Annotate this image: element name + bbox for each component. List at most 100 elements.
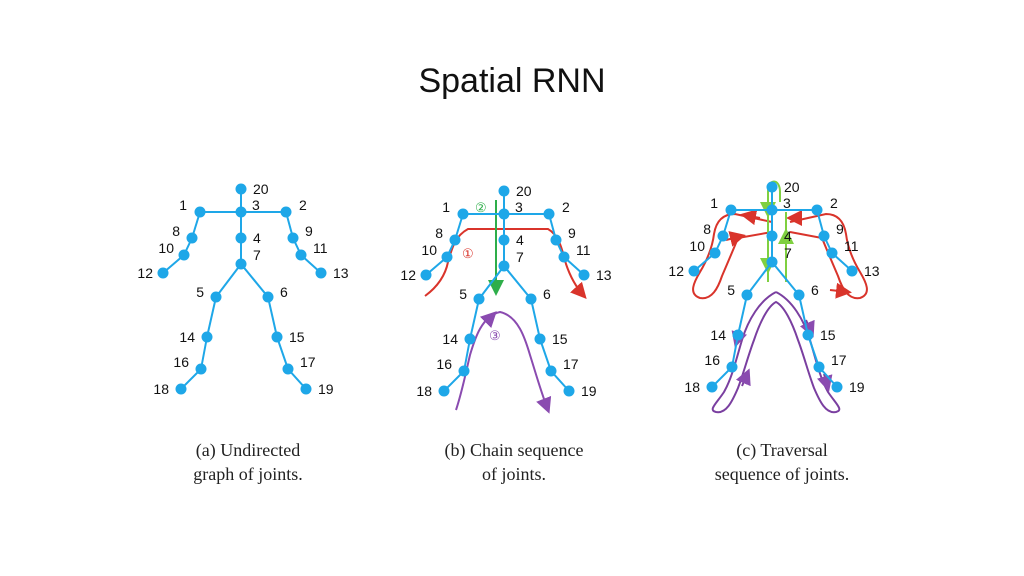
joint-label-c-3: 3: [783, 195, 791, 211]
traversal-legs-arrow-4: [817, 373, 833, 392]
joint-b-20: [498, 185, 510, 197]
joint-b-17: [545, 365, 557, 377]
joint-a-14: [201, 331, 213, 343]
joint-c-2: [811, 204, 823, 216]
joint-b-13: [578, 269, 590, 281]
joint-a-10: [178, 249, 190, 261]
joint-a-6: [262, 291, 274, 303]
joint-label-b-11: 11: [576, 242, 591, 258]
joint-c-3: [766, 204, 778, 216]
joint-b-4: [498, 234, 510, 246]
joint-b-6: [525, 293, 537, 305]
joint-label-a-16: 16: [173, 354, 189, 370]
joint-label-a-10: 10: [158, 240, 174, 256]
joint-c-13: [846, 265, 858, 277]
joint-label-c-12: 12: [668, 263, 684, 279]
bone-c-15-17: [807, 334, 820, 368]
joint-label-b-2: 2: [562, 199, 570, 215]
joint-a-1: [194, 206, 206, 218]
joint-c-17: [813, 361, 825, 373]
joint-a-20: [235, 183, 247, 195]
chain-3-start-arrow: [479, 311, 497, 329]
bone-b-7-5: [478, 265, 505, 300]
joint-b-3: [498, 208, 510, 220]
traversal-arms-loop: [692, 212, 868, 300]
joint-c-5: [741, 289, 753, 301]
bone-b-6-15: [530, 298, 541, 340]
joint-label-a-19: 19: [318, 381, 334, 397]
joint-label-b-5: 5: [459, 286, 467, 302]
caption-b-line2: of joints.: [481, 464, 546, 484]
joint-label-b-4: 4: [516, 232, 524, 248]
joint-label-a-13: 13: [333, 265, 349, 281]
joint-a-12: [157, 267, 169, 279]
joint-c-6: [793, 289, 805, 301]
joint-b-18: [438, 385, 450, 397]
joint-label-c-17: 17: [831, 352, 847, 368]
joint-label-c-9: 9: [836, 221, 844, 237]
bone-a-7-5: [215, 263, 242, 298]
joint-label-c-20: 20: [784, 179, 800, 195]
joint-a-5: [210, 291, 222, 303]
chain-1-arrow: [424, 228, 587, 299]
joint-label-a-18: 18: [153, 381, 169, 397]
joint-a-13: [315, 267, 327, 279]
joint-label-a-3: 3: [252, 197, 260, 213]
joint-label-c-19: 19: [849, 379, 865, 395]
joint-c-1: [725, 204, 737, 216]
bone-b-15-17: [539, 338, 552, 372]
joint-c-4: [766, 230, 778, 242]
joint-label-b-19: 19: [581, 383, 597, 399]
caption-c-line2: sequence of joints.: [714, 464, 850, 484]
joint-b-12: [420, 269, 432, 281]
traversal-arms-arrow-4: [829, 282, 852, 299]
joint-label-b-6: 6: [543, 286, 551, 302]
joint-label-c-2: 2: [830, 195, 838, 211]
joint-label-a-12: 12: [137, 265, 153, 281]
joint-b-5: [473, 293, 485, 305]
caption-a-line1: (a) Undirected: [195, 440, 301, 460]
bone-c-7-6: [771, 261, 800, 296]
joint-label-a-6: 6: [280, 284, 288, 300]
joint-label-a-5: 5: [196, 284, 204, 300]
joint-c-19: [831, 381, 843, 393]
joint-label-b-20: 20: [516, 183, 532, 199]
joint-c-14: [732, 329, 744, 341]
panel-c-traversal-arrows: [692, 180, 868, 414]
joint-label-c-1: 1: [710, 195, 718, 211]
joint-label-b-3: 3: [515, 199, 523, 215]
joint-label-c-18: 18: [684, 379, 700, 395]
joint-b-1: [457, 208, 469, 220]
chain-3-label: ③: [489, 328, 501, 343]
joint-c-18: [706, 381, 718, 393]
joint-b-2: [543, 208, 555, 220]
joint-b-15: [534, 333, 546, 345]
joint-label-a-1: 1: [179, 197, 187, 213]
joint-label-b-10: 10: [421, 242, 437, 258]
joint-a-2: [280, 206, 292, 218]
bone-c-7-5: [746, 261, 773, 296]
traversal-legs-loop: [711, 291, 841, 414]
joint-label-b-8: 8: [435, 225, 443, 241]
bone-b-7-6: [503, 265, 532, 300]
joint-label-c-4: 4: [784, 228, 792, 244]
joint-label-c-13: 13: [864, 263, 880, 279]
chain-3-arrow: [455, 310, 552, 414]
joint-a-4: [235, 232, 247, 244]
caption-b: (b) Chain sequence of joints.: [384, 438, 644, 486]
joint-c-9: [818, 230, 830, 242]
bone-c-6-15: [798, 294, 809, 336]
joint-label-a-14: 14: [179, 329, 195, 345]
joint-c-11: [826, 247, 838, 259]
joint-label-c-5: 5: [727, 282, 735, 298]
bone-b-5-14: [469, 298, 480, 340]
joint-c-8: [717, 230, 729, 242]
joint-b-7: [498, 260, 510, 272]
joint-b-10: [441, 251, 453, 263]
joint-c-16: [726, 361, 738, 373]
joint-label-b-18: 18: [416, 383, 432, 399]
joint-c-12: [688, 265, 700, 277]
